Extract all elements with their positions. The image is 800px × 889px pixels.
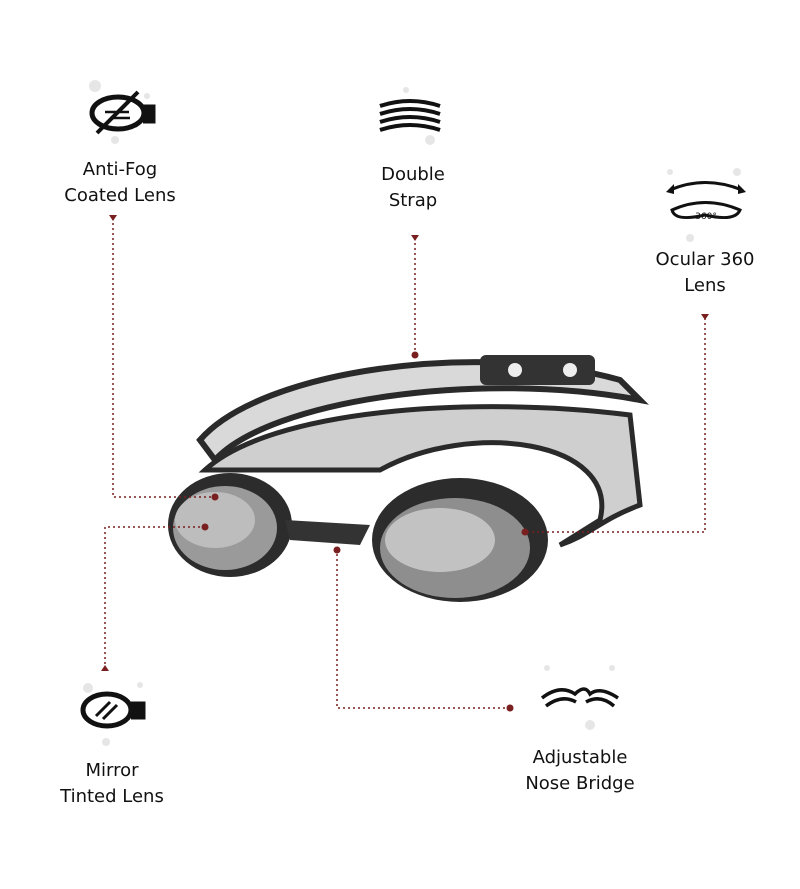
ocular-360-icon-text: 360° [695, 212, 717, 222]
label-line: Double [381, 164, 445, 185]
feature-label-nose-bridge: Adjustable Nose Bridge [480, 745, 680, 797]
leader-endpoints [101, 215, 709, 712]
label-line: Strap [388, 190, 438, 211]
feature-label-mirror-tinted: Mirror Tinted Lens [12, 758, 212, 810]
feature-label-ocular-360: Ocular 360 Lens [605, 247, 800, 299]
mirror-lens-icon [80, 691, 146, 729]
label-line: Lens [684, 275, 726, 296]
anti-fog-lens-icon [89, 90, 156, 135]
label-line: Anti-Fog [82, 159, 158, 180]
feature-label-anti-fog: Anti-Fog Coated Lens [20, 157, 220, 209]
ocular-360-icon: 360° [666, 181, 746, 222]
nose-bridge-icon [540, 687, 619, 708]
leader-lines [104, 218, 706, 709]
label-line: Tinted Lens [60, 786, 164, 807]
feature-label-double-strap: Double Strap [313, 162, 513, 214]
double-strap-icon [379, 99, 441, 132]
decorative-dots [83, 80, 741, 746]
label-line: Nose Bridge [525, 773, 635, 794]
label-line: Mirror [85, 760, 139, 781]
label-line: Adjustable [532, 747, 628, 768]
label-line: Ocular 360 [655, 249, 755, 270]
goggles-image [168, 355, 649, 602]
label-line: Coated Lens [64, 185, 176, 206]
